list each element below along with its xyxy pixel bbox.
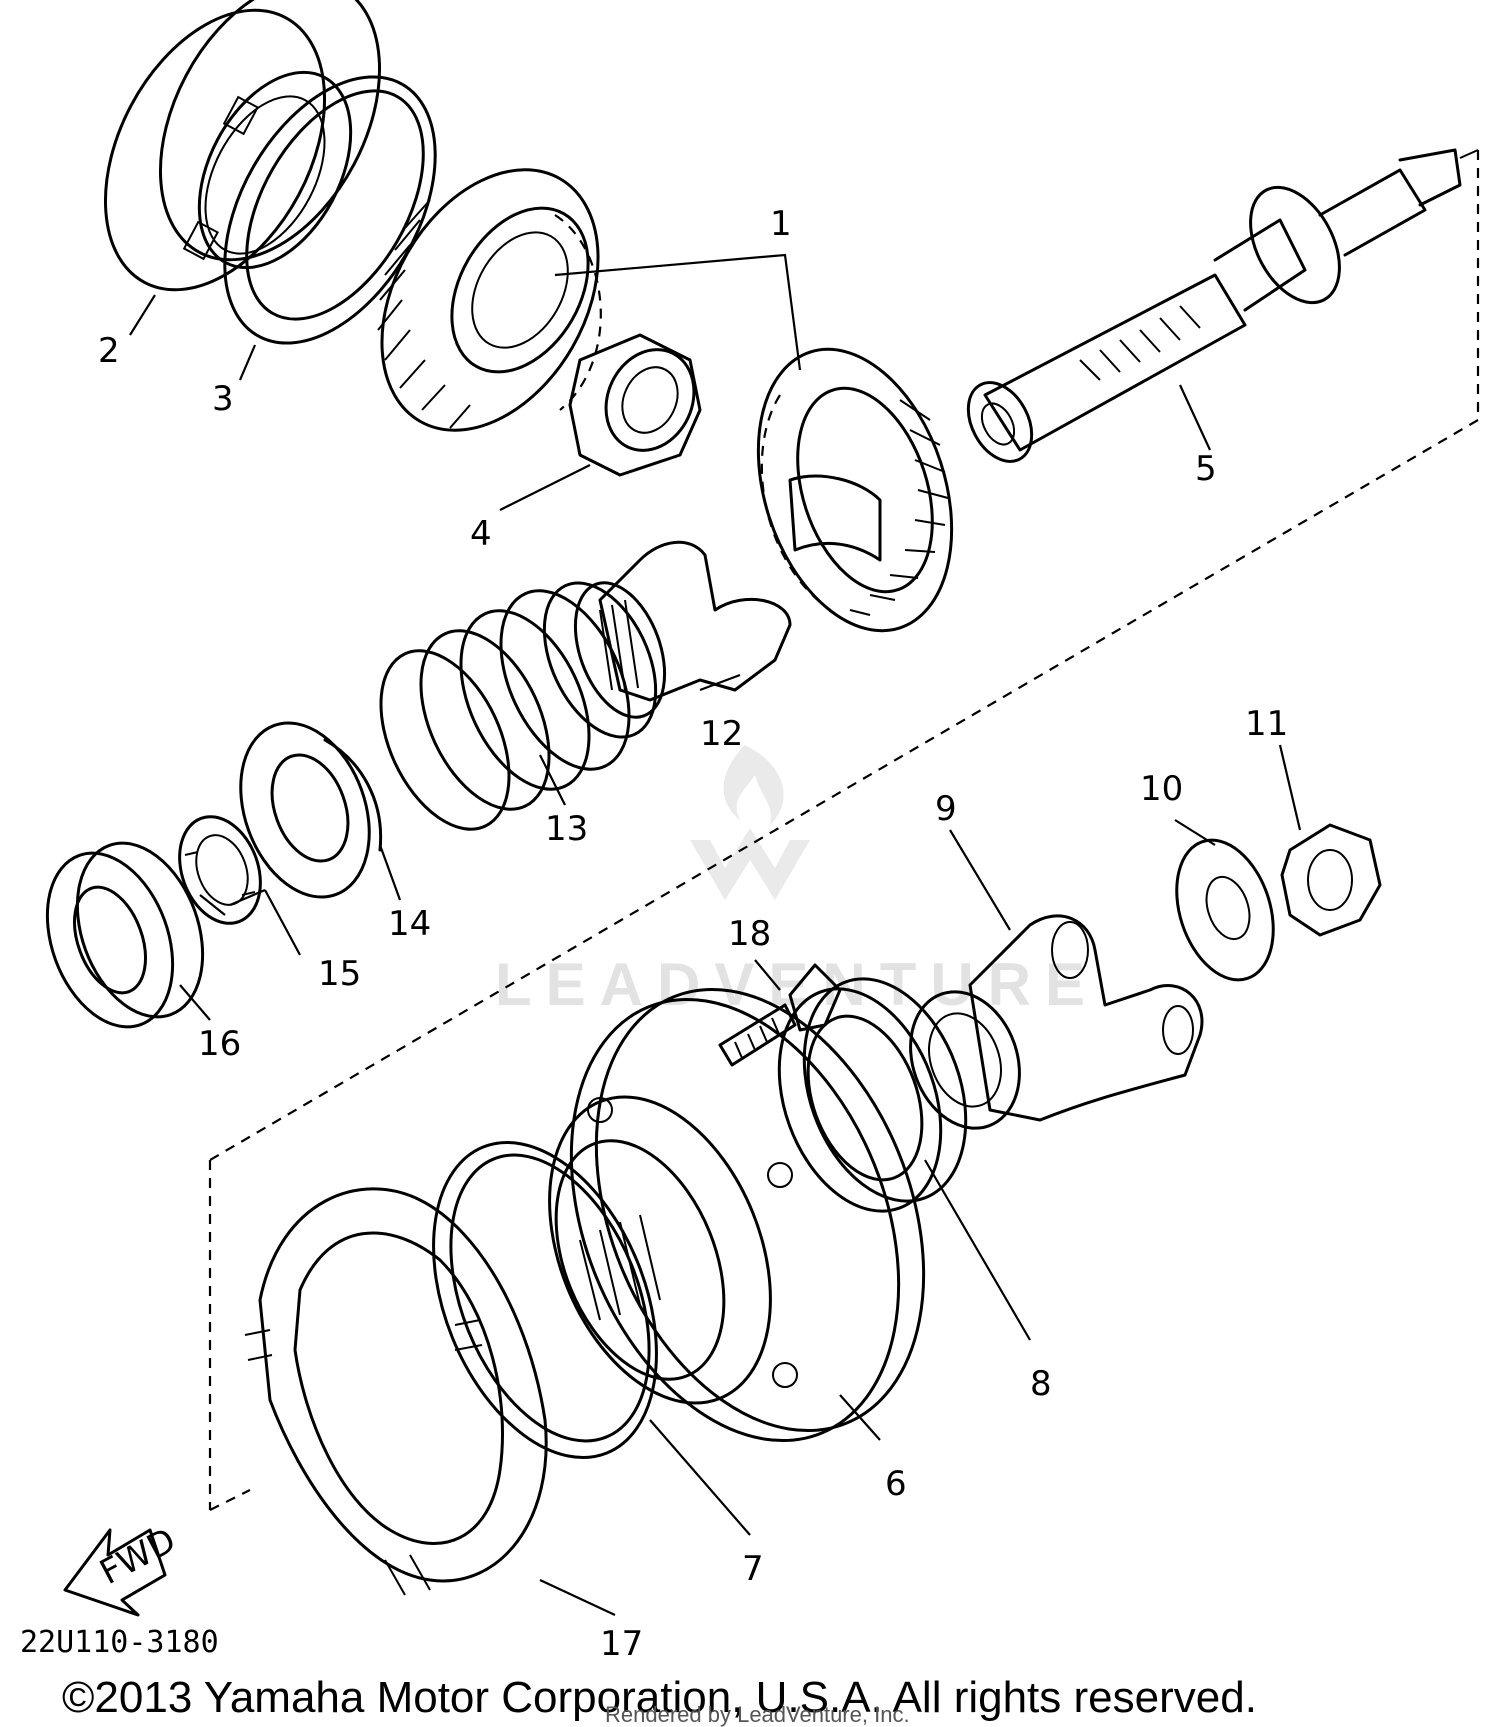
part-3-shim [223,75,437,345]
part-16-bearing [45,841,205,1029]
fwd-label: FWD [93,1520,182,1593]
copyright-notice: ©2013 Yamaha Motor Corporation, U.S.A. A… [62,1673,1257,1722]
callout-18: 18 [728,914,771,954]
watermark-text: LEADVENTURE [495,951,1099,1018]
callout-1: 1 [770,204,792,244]
leader-lines [129,294,1302,1616]
callout-5: 5 [1195,449,1217,489]
callout-16: 16 [198,1024,241,1064]
part-6-housing [548,987,926,1443]
callout-9: 9 [935,789,957,829]
callout-11: 11 [1245,704,1288,744]
callouts: 1 2 3 4 5 6 7 8 9 10 11 12 13 14 15 16 1… [98,204,1288,1664]
part-1-ring-gear [756,347,954,633]
leadventure-watermark: LEADVENTURE [495,745,1099,1018]
part-5-shaft [966,148,1462,463]
assembly-frame [208,149,1480,1511]
callout-2: 2 [98,331,120,371]
part-17-gasket [244,1187,548,1596]
callout-7: 7 [742,1549,764,1589]
fwd-arrow: FWD [63,1520,182,1617]
part-4-nut [568,333,702,477]
part-8-oil-seal [777,977,968,1213]
callout-3: 3 [212,379,234,419]
callout-6: 6 [885,1464,907,1504]
diagram-code: 22U110-3180 [20,1625,219,1660]
callout-8: 8 [1030,1364,1052,1404]
callout-10: 10 [1140,769,1183,809]
part-13-spring [379,581,658,831]
part-15-collar [178,815,262,925]
callout-4: 4 [470,514,492,554]
callout-12: 12 [700,714,743,754]
part-10-washer [1175,838,1275,982]
callout-17: 17 [600,1624,643,1664]
rendered-by-credit: Rendered by LeadVenture, Inc. [605,1702,910,1727]
part-9-yoke [909,914,1204,1130]
callout-14: 14 [388,904,431,944]
part-7-o-ring [432,1140,658,1460]
part-1-leader [554,253,802,371]
part-12-coupling [573,540,792,719]
part-18-bolt [718,963,842,1067]
part-14-washer [239,721,383,899]
part-1-pinion-gear [377,168,602,432]
callout-13: 13 [545,809,588,849]
part-11-nut [1280,823,1382,937]
callout-15: 15 [318,954,361,994]
